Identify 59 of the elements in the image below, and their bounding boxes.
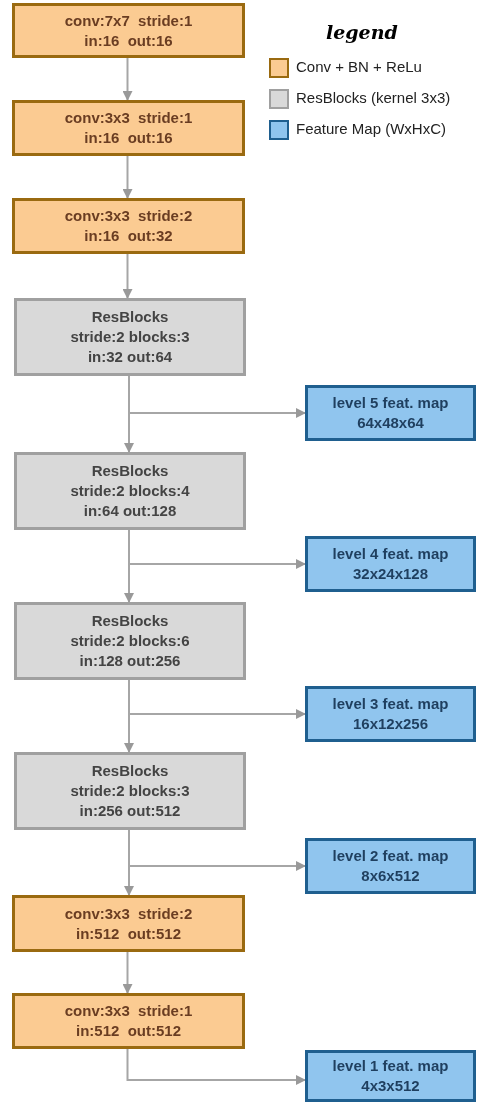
node-text: level 1 feat. map <box>332 1056 449 1076</box>
node-text: level 3 feat. map <box>332 694 449 714</box>
node-text: in:128 out:256 <box>79 651 181 671</box>
arrow <box>122 253 133 299</box>
node-text: ResBlocks <box>91 307 169 327</box>
node-text: level 2 feat. map <box>332 846 449 866</box>
resblocks-box <box>14 752 246 830</box>
conv-layer-box <box>12 993 245 1049</box>
node-text: in:16 out:16 <box>84 30 173 51</box>
arrow <box>126 1048 306 1085</box>
arrow <box>124 375 134 453</box>
legend-label: Conv + BN + ReLu <box>296 57 422 78</box>
node-text: stride:2 blocks:6 <box>70 631 190 651</box>
legend-title: legend <box>326 20 398 45</box>
conv-layer-box <box>12 198 245 254</box>
node-text: stride:2 blocks:4 <box>70 481 190 501</box>
node-text: ResBlocks <box>91 761 169 781</box>
node-text: 32x24x128 <box>352 564 429 584</box>
feature-map-box <box>305 838 476 894</box>
node-text: in:16 out:32 <box>84 226 173 246</box>
node-text: ResBlocks <box>91 611 169 631</box>
feature-map-box <box>305 1050 476 1102</box>
arrow <box>124 679 134 753</box>
node-text: ResBlocks <box>91 461 169 481</box>
node-text: in:512 out:512 <box>76 1021 181 1041</box>
arrow <box>124 529 134 603</box>
node-text: 8x6x512 <box>361 866 420 886</box>
conv-layer-box <box>12 100 245 156</box>
node-text: 64x48x64 <box>357 413 424 433</box>
feature-map-box <box>305 385 476 441</box>
feature-map-box <box>305 536 476 592</box>
node-text: 16x12x256 <box>352 714 429 734</box>
node-text: stride:2 blocks:3 <box>70 327 190 347</box>
resblocks-box <box>14 602 246 680</box>
node-text: conv:3x3 stride:2 <box>64 903 193 924</box>
node-text: level 4 feat. map <box>332 544 449 564</box>
node-text: conv:3x3 stride:1 <box>64 108 193 128</box>
node-text: in:512 out:512 <box>76 923 181 944</box>
node-text: stride:2 blocks:3 <box>70 781 190 801</box>
feature-map-box <box>305 686 476 742</box>
arrow <box>124 829 134 896</box>
node-text: in:16 out:16 <box>84 128 173 148</box>
node-text: conv:3x3 stride:1 <box>64 1001 193 1021</box>
node-text: in:256 out:512 <box>79 801 181 821</box>
legend-label: Feature Map (WxHxC) <box>296 119 447 140</box>
arrow <box>122 951 133 994</box>
node-text: conv:3x3 stride:2 <box>64 206 193 226</box>
arrow <box>122 57 133 101</box>
node-text: conv:7x7 stride:1 <box>64 10 193 31</box>
resblocks-box <box>14 298 246 376</box>
node-text: level 5 feat. map <box>332 393 449 413</box>
node-text: 4x3x512 <box>361 1076 420 1096</box>
node-text: in:64 out:128 <box>83 501 177 521</box>
conv-layer-box <box>12 3 245 58</box>
node-text: in:32 out:64 <box>87 347 173 367</box>
resblocks-box <box>14 452 246 530</box>
conv-layer-box <box>12 895 245 952</box>
arrow <box>122 155 133 199</box>
legend-label: ResBlocks (kernel 3x3) <box>296 88 451 109</box>
